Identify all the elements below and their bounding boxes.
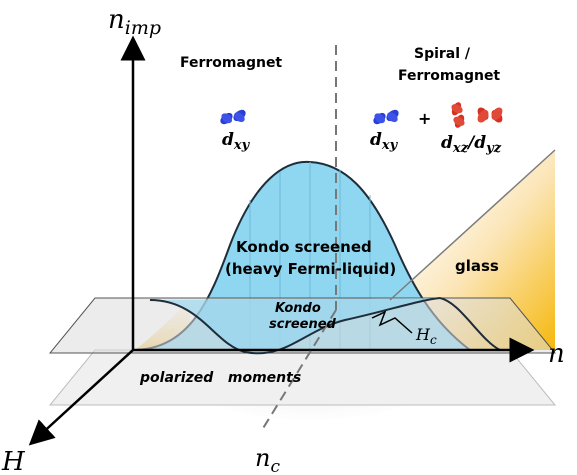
nc-label: nc bbox=[255, 444, 280, 475]
nc-dashed-diag bbox=[261, 309, 337, 431]
hc-curve-tail bbox=[439, 297, 501, 351]
dyz-orbital-icon bbox=[477, 107, 503, 123]
dxy-orbital-icon-right bbox=[373, 109, 399, 125]
n-axis-label: n bbox=[548, 339, 565, 369]
dxz-dyz-label: dxz/dyz bbox=[441, 133, 502, 156]
n-imp-axis-label: nimp bbox=[108, 5, 161, 39]
kondo-label-line1: Kondo screened bbox=[236, 238, 372, 256]
spiral-ferromagnet-label: Ferromagnet bbox=[398, 68, 500, 84]
dxy-label-left: dxy bbox=[222, 130, 251, 153]
polarized-moments-label: polarized moments bbox=[139, 370, 301, 386]
spiral-label: Spiral / bbox=[414, 46, 471, 62]
glass-label: glass bbox=[455, 257, 499, 275]
dxz-orbital-icon bbox=[451, 102, 465, 128]
hc-curve bbox=[149, 297, 441, 355]
h-axis-label: H bbox=[1, 447, 26, 475]
kondo-label-line2: (heavy Fermi-liquid) bbox=[225, 260, 396, 278]
kondo-small-label-line2: screened bbox=[269, 317, 337, 332]
dxy-label-right: dxy bbox=[370, 130, 399, 153]
hc-pointer bbox=[371, 310, 413, 334]
hc-label: Hc bbox=[415, 325, 437, 347]
glass-boundary bbox=[389, 149, 556, 301]
kondo-small-label-line1: Kondo bbox=[275, 301, 321, 316]
dxy-orbital-icon bbox=[220, 109, 246, 125]
ferromagnet-label: Ferromagnet bbox=[180, 55, 282, 71]
h-axis bbox=[28, 349, 134, 446]
plus-sign: + bbox=[418, 109, 431, 128]
